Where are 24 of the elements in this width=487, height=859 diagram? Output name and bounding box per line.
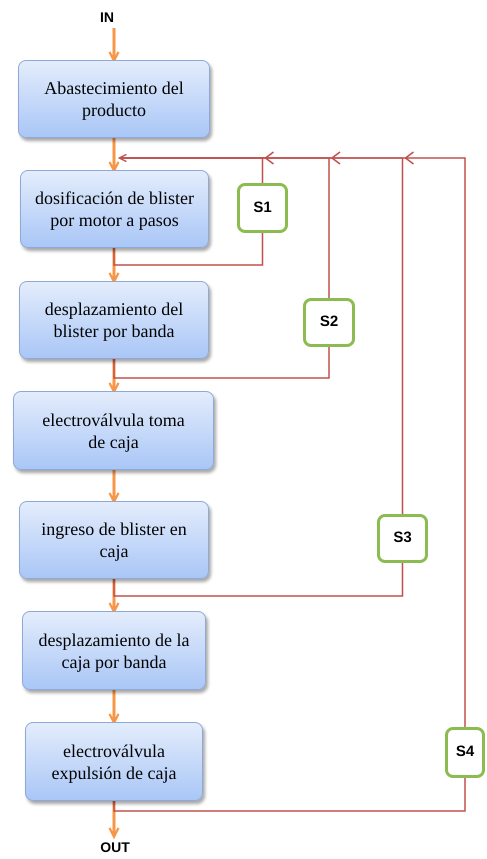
process-box <box>13 391 214 470</box>
sensor-box <box>237 183 288 233</box>
process-box <box>20 170 209 248</box>
terminal-label: IN <box>92 6 122 28</box>
process-box <box>22 611 206 690</box>
process-box <box>19 501 209 579</box>
sensor-label: S2 <box>320 312 338 332</box>
sensor-label: S4 <box>456 742 474 762</box>
box-label: electroválvula toma de caja <box>41 408 186 452</box>
sensor-box <box>303 298 355 347</box>
box-label: desplazamiento del blister por banda <box>44 298 184 342</box>
sensor-label: S3 <box>393 528 412 548</box>
box-label: ingreso de blister en caja <box>40 518 188 562</box>
sensor-label: S1 <box>253 198 272 218</box>
process-box <box>25 722 203 801</box>
sensor-box <box>445 727 485 778</box>
sensor-box <box>377 514 428 563</box>
box-label: dosificación de blister por motor a pasos <box>34 187 194 231</box>
process-box <box>18 60 210 138</box>
box-label: desplazamiento de la caja por banda <box>38 628 190 672</box>
box-label: Abastecimiento del producto <box>43 77 185 121</box>
terminal-label: OUT <box>91 836 139 858</box>
process-box <box>19 281 209 359</box>
box-label: electroválvula expulsión de caja <box>50 740 178 784</box>
